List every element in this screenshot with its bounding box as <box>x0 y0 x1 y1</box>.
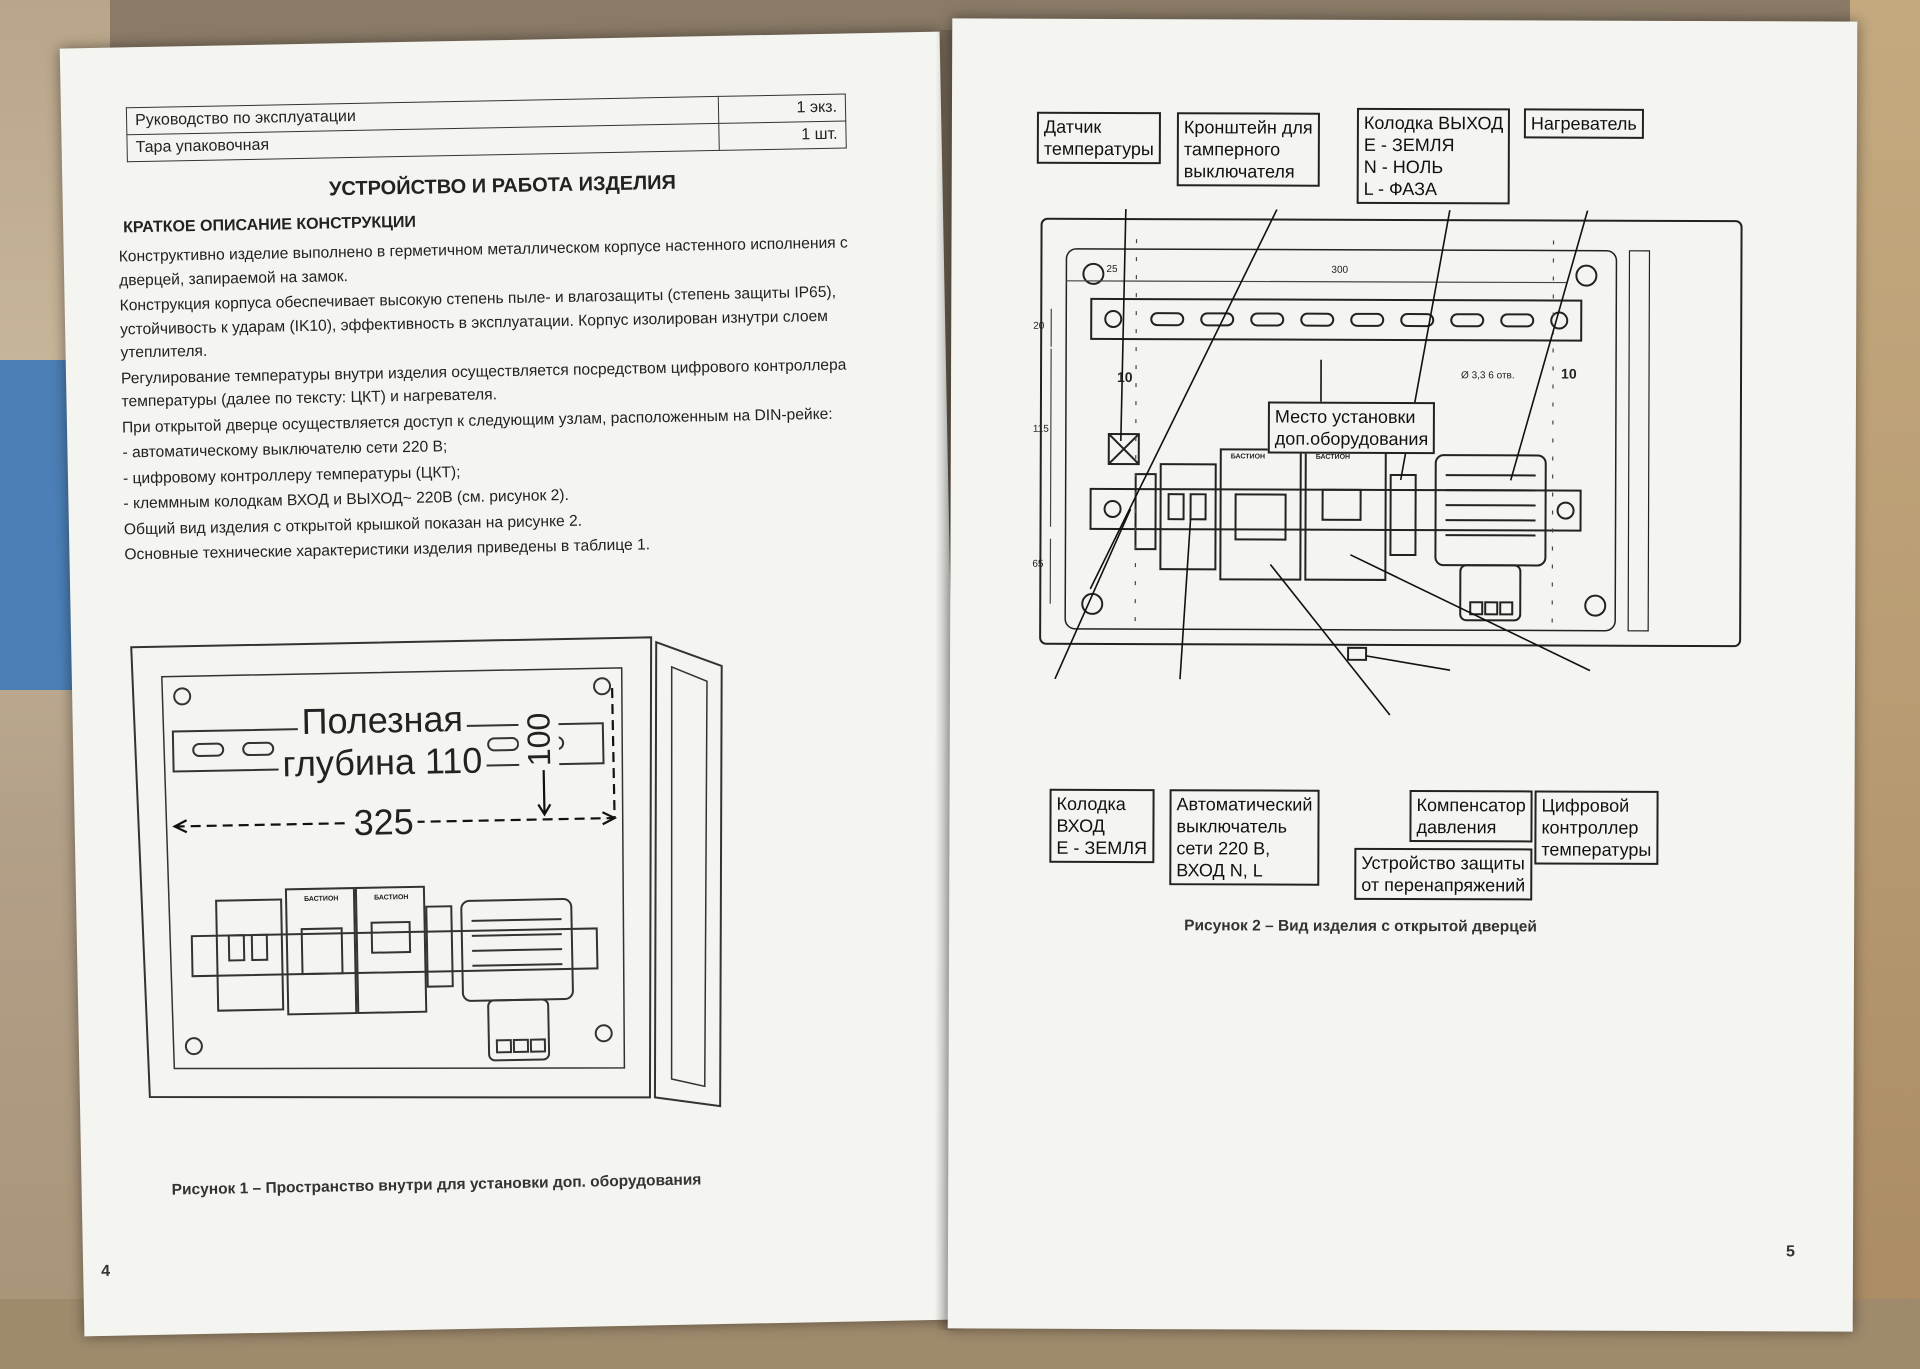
callout-mounting-place: Место установки доп.оборудования <box>1267 401 1436 455</box>
callout-pressure-compensator: Компенсатор давления <box>1409 790 1533 843</box>
module-brand: БАСТИОН <box>304 895 339 904</box>
callout-surge-protector: Устройство защиты от перенапряжений <box>1354 847 1533 901</box>
callout-tamper-bracket: Кронштейн для тамперного выключателя <box>1176 112 1320 187</box>
section-title: УСТРОЙСТВО И РАБОТА ИЗДЕЛИЯ <box>328 171 677 201</box>
background-right <box>1850 0 1920 1369</box>
callout-circuit-breaker: Автоматический выключатель сети 220 В, В… <box>1169 789 1320 886</box>
page-number: 4 <box>101 1262 111 1280</box>
figure-1-height-dimension: 100 <box>518 708 560 771</box>
figure-2: 25 300 20 115 65 10 10 Ø 3,3 6 отв. БАСТ… <box>1030 160 1752 767</box>
callout-digital-controller: Цифровой контроллер температуры <box>1534 790 1659 865</box>
left-page: Руководство по эксплуатации 1 экз. Тара … <box>59 31 965 1337</box>
dimension-65: 65 <box>1032 558 1044 570</box>
figure-1: Полезная глубина 110 100 325 БАСТИОН БАС… <box>111 623 881 1147</box>
dimension-115: 115 <box>1032 423 1049 435</box>
dimension-10-right: 10 <box>1561 365 1577 382</box>
paragraph: Конструкция корпуса обеспечивает высокую… <box>119 283 837 362</box>
dimension-20: 20 <box>1033 320 1045 332</box>
module-brand: БАСТИОН <box>374 894 409 902</box>
body-text: Конструктивно изделие выполнено в гермет… <box>119 231 865 569</box>
dimension-10-left: 10 <box>1117 369 1133 386</box>
figure-1-depth-label: глубина 110 <box>278 740 487 785</box>
callout-output-block: Колодка ВЫХОД E - ЗЕМЛЯ N - НОЛЬ L - ФАЗ… <box>1356 107 1511 205</box>
callout-input-block: Колодка ВХОД E - ЗЕМЛЯ <box>1049 788 1155 864</box>
hole-note: Ø 3,3 6 отв. <box>1461 370 1515 382</box>
module-brand: БАСТИОН <box>1230 453 1266 461</box>
module-brand: БАСТИОН <box>1315 453 1351 461</box>
dimension-300: 300 <box>1331 264 1349 276</box>
dimension-25: 25 <box>1106 263 1118 276</box>
figure-1-drawing <box>130 636 723 1108</box>
page-number: 5 <box>1785 1243 1795 1261</box>
table-cell-qty: 1 экз. <box>718 93 846 124</box>
right-page: 25 300 20 115 65 10 10 Ø 3,3 6 отв. БАСТ… <box>947 18 1858 1332</box>
figure-1-caption: Рисунок 1 – Пространство внутри для уста… <box>171 1171 702 1199</box>
callout-temperature-sensor: Датчик температуры <box>1036 111 1161 165</box>
package-table: Руководство по эксплуатации 1 экз. Тара … <box>126 93 847 162</box>
figure-1-width-dimension: 325 <box>349 801 419 844</box>
table-cell-qty: 1 шт. <box>718 120 847 151</box>
figure-1-depth-label: Полезная <box>297 698 468 743</box>
figure-2-drawing <box>1039 160 1743 716</box>
callout-heater: Нагреватель <box>1523 108 1644 139</box>
subsection-title: КРАТКОЕ ОПИСАНИЕ КОНСТРУКЦИИ <box>123 213 417 237</box>
figure-2-caption: Рисунок 2 – Вид изделия с открытой дверц… <box>1184 917 1537 936</box>
